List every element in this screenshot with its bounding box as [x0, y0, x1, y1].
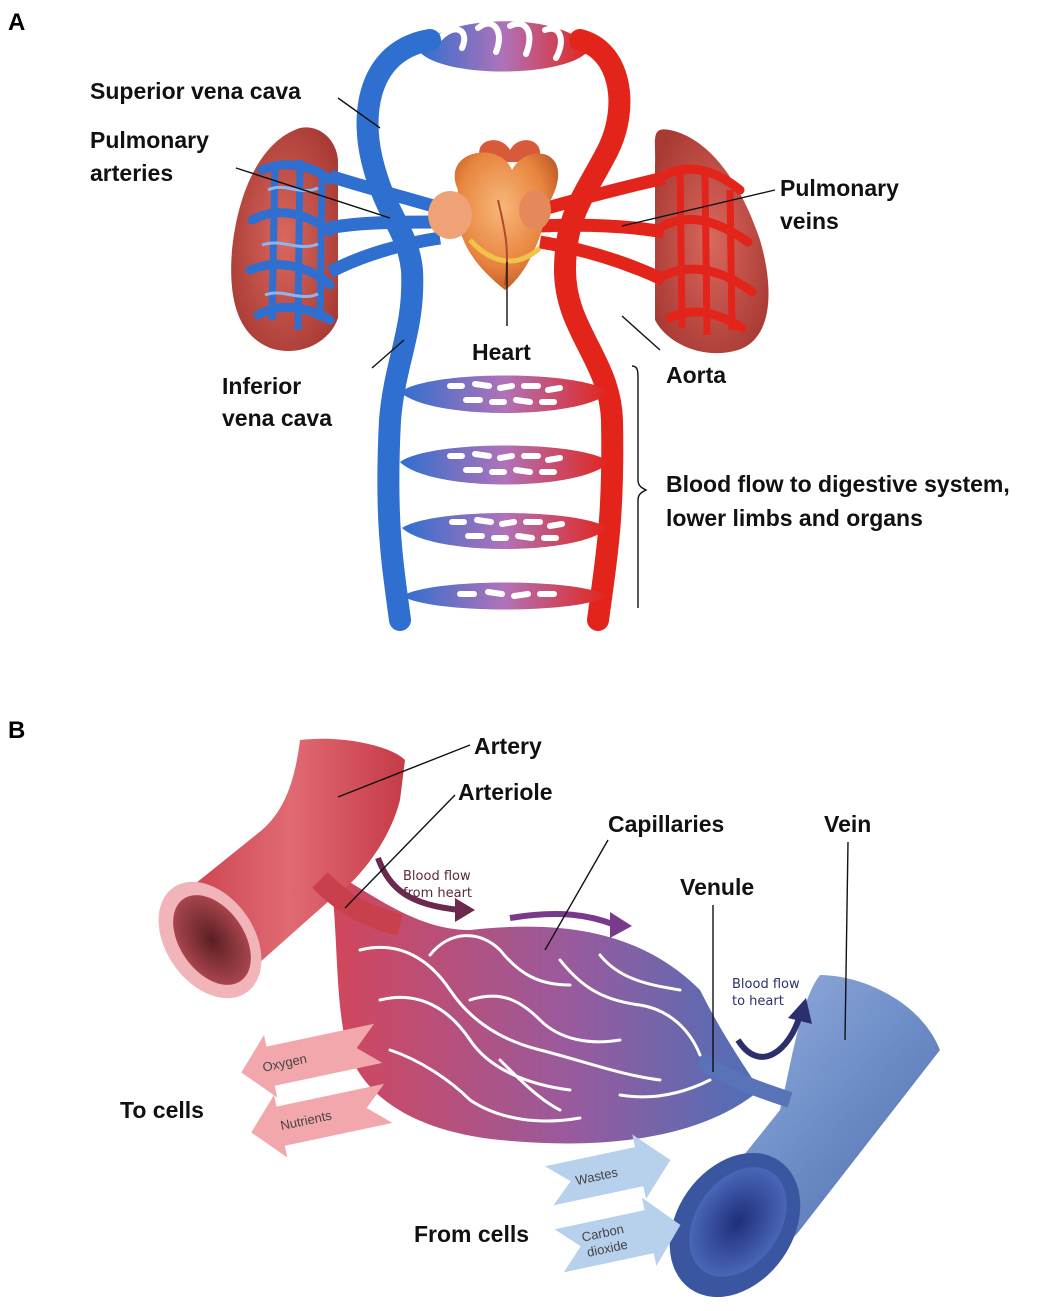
label-arteriole: Arteriole — [458, 779, 553, 805]
flow-from-heart-arrowhead — [455, 898, 475, 922]
flow-from-heart-text-1: Blood flow — [403, 869, 471, 884]
label-pulmonary-veins-2: veins — [780, 208, 839, 234]
label-inferior-vena-cava-1: Inferior — [222, 373, 301, 399]
label-capillaries: Capillaries — [608, 811, 724, 837]
leader-aorta — [622, 316, 660, 350]
flow-from-heart-arrow — [378, 858, 460, 910]
label-to-cells: To cells — [120, 1097, 204, 1123]
capillary-network — [330, 870, 760, 1143]
label-blood-flow-1: Blood flow to digestive system, — [666, 471, 1010, 497]
label-pulmonary-arteries-1: Pulmonary — [90, 127, 209, 153]
lower-body-capillaries — [400, 376, 610, 610]
upper-body-capillaries — [418, 21, 590, 71]
label-inferior-vena-cava-2: vena cava — [222, 405, 332, 431]
pulmonary-artery-vessels — [328, 176, 440, 272]
label-pulmonary-veins-1: Pulmonary — [780, 175, 899, 201]
label-from-cells: From cells — [414, 1221, 529, 1247]
bracket-lower-body — [632, 366, 646, 608]
heart-illustration — [428, 140, 558, 290]
capillary-flow-arrowhead — [610, 912, 632, 938]
flow-from-heart-text-2: from heart — [403, 886, 472, 901]
flow-to-heart-arrow — [738, 1015, 800, 1057]
flow-to-heart-text-1: Blood flow — [732, 977, 800, 992]
label-aorta: Aorta — [666, 362, 726, 388]
label-artery: Artery — [474, 733, 542, 759]
label-superior-vena-cava: Superior vena cava — [90, 78, 301, 104]
label-vein: Vein — [824, 811, 871, 837]
panel-b-letter: B — [8, 717, 25, 744]
label-pulmonary-arteries-2: arteries — [90, 160, 173, 186]
panel-a-letter: A — [8, 9, 25, 36]
right-lung — [655, 129, 769, 353]
left-lung — [231, 127, 338, 351]
label-venule: Venule — [680, 874, 754, 900]
flow-to-heart-text-2: to heart — [732, 994, 784, 1009]
label-heart: Heart — [472, 339, 531, 365]
label-blood-flow-2: lower limbs and organs — [666, 505, 923, 531]
carbon-dioxide-arrow: Carbon dioxide — [552, 1191, 688, 1285]
